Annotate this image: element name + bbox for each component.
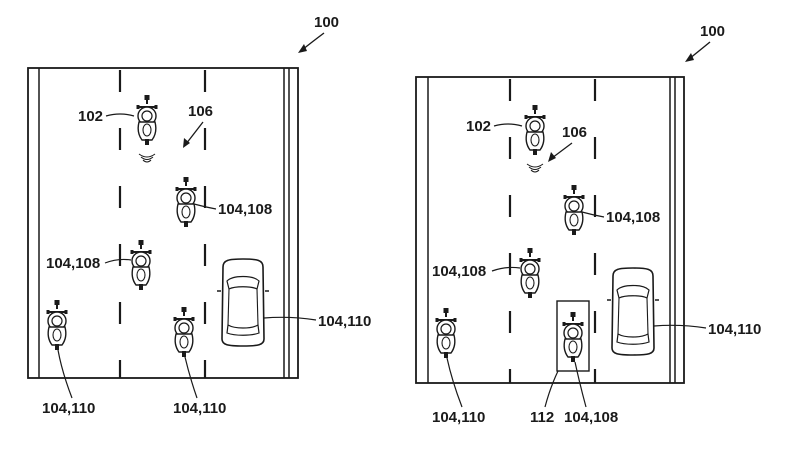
left-moto-mid-right-ref: 104,108 bbox=[218, 201, 272, 218]
right-box-ref: 112 bbox=[530, 409, 554, 426]
right-figure: 100 102 106 104,108 104,108 104,110 104,… bbox=[415, 23, 761, 426]
right-moto-bottom-left-ref: 104,110 bbox=[432, 409, 485, 426]
left-signal-ref: 106 bbox=[188, 103, 213, 120]
left-moto-bottom-left-ref: 104,110 bbox=[42, 400, 95, 417]
right-highlight-box bbox=[556, 300, 590, 372]
right-car-ref: 104,110 bbox=[708, 321, 761, 338]
left-moto-mid-left-ref: 104,108 bbox=[46, 255, 100, 272]
right-moto-mid-right-ref: 104,108 bbox=[606, 209, 660, 226]
left-moto-bottom-mid-ref: 104,110 bbox=[173, 400, 226, 417]
left-figure-ref: 100 bbox=[314, 14, 339, 31]
left-car-icon bbox=[216, 258, 270, 347]
right-signal-ref: 106 bbox=[562, 124, 587, 141]
right-moto-mid-left-ref: 104,108 bbox=[432, 263, 486, 280]
left-rider-ref: 102 bbox=[78, 108, 103, 125]
left-figure: 100 102 106 104,108 104,108 104,110 104,… bbox=[27, 14, 371, 417]
right-figure-ref: 100 bbox=[700, 23, 725, 40]
right-car-icon bbox=[606, 267, 660, 356]
left-car-ref: 104,110 bbox=[318, 313, 371, 330]
right-rider-ref: 102 bbox=[466, 118, 491, 135]
right-moto-boxed-ref: 104,108 bbox=[564, 409, 618, 426]
